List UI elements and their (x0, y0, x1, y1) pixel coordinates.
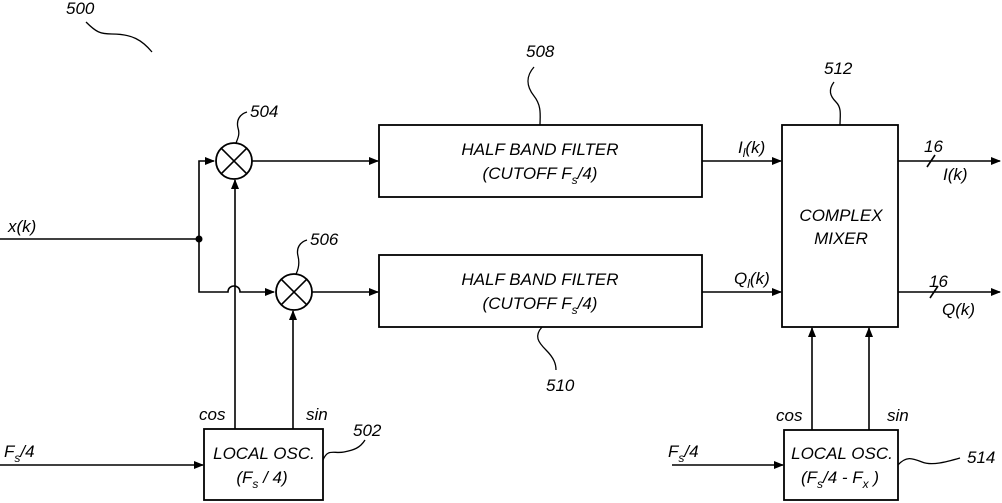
figure-ref-leader (86, 22, 152, 52)
filter-510-leader (538, 327, 556, 370)
filter-508-line1: HALF BAND FILTER (461, 140, 618, 159)
local-oscillator-514 (784, 430, 898, 500)
mixer-504-ref: 504 (250, 102, 278, 121)
filter-508-leader (528, 67, 540, 125)
filter-510-output-label: Ql(k) (734, 269, 770, 291)
lo-514-ref: 514 (967, 448, 995, 467)
filter-510-line1: HALF BAND FILTER (461, 270, 618, 289)
complex-mixer-ref: 512 (824, 59, 853, 78)
lo-502-input-label: Fs/4 (4, 442, 35, 465)
mixer-504-leader (236, 112, 247, 143)
lo-514-cos-label: cos (776, 406, 803, 425)
output-i-label: I(k) (943, 165, 968, 184)
lo-514-sin-label: sin (887, 406, 909, 425)
branch-to-mixer-506 (199, 239, 274, 292)
filter-508-ref: 508 (526, 42, 555, 61)
mixer-506-leader (296, 240, 307, 274)
filter-510-ref: 510 (546, 376, 575, 395)
branch-to-mixer-504 (199, 161, 214, 239)
lo-502-cos-label: cos (199, 405, 226, 424)
mixer-504 (216, 143, 252, 179)
half-band-filter-510 (379, 255, 702, 327)
lo-502-ref: 502 (353, 421, 382, 440)
complex-mixer-line2: MIXER (814, 229, 868, 248)
filter-508-output-label: Il(k) (738, 138, 765, 160)
lo-514-line1: LOCAL OSC. (791, 444, 893, 463)
local-oscillator-502 (204, 429, 323, 500)
output-i-bus-width: 16 (924, 137, 943, 156)
lo-514-input-label: Fs/4 (668, 442, 699, 465)
mixer-506 (276, 274, 312, 310)
figure-ref-label: 500 (66, 0, 95, 18)
lo-502-line1: LOCAL OSC. (213, 444, 315, 463)
lo-514-leader (898, 458, 960, 465)
input-signal-label: x(k) (7, 217, 36, 236)
complex-mixer-512 (782, 125, 898, 327)
lo-502-leader (323, 440, 365, 460)
lo-502-sin-label: sin (306, 405, 328, 424)
half-band-filter-508 (379, 125, 702, 197)
output-q-bus-width: 16 (929, 272, 948, 291)
complex-mixer-leader (830, 82, 840, 125)
mixer-506-ref: 506 (310, 230, 339, 249)
output-q-label: Q(k) (942, 300, 975, 319)
complex-mixer-line1: COMPLEX (799, 206, 883, 225)
